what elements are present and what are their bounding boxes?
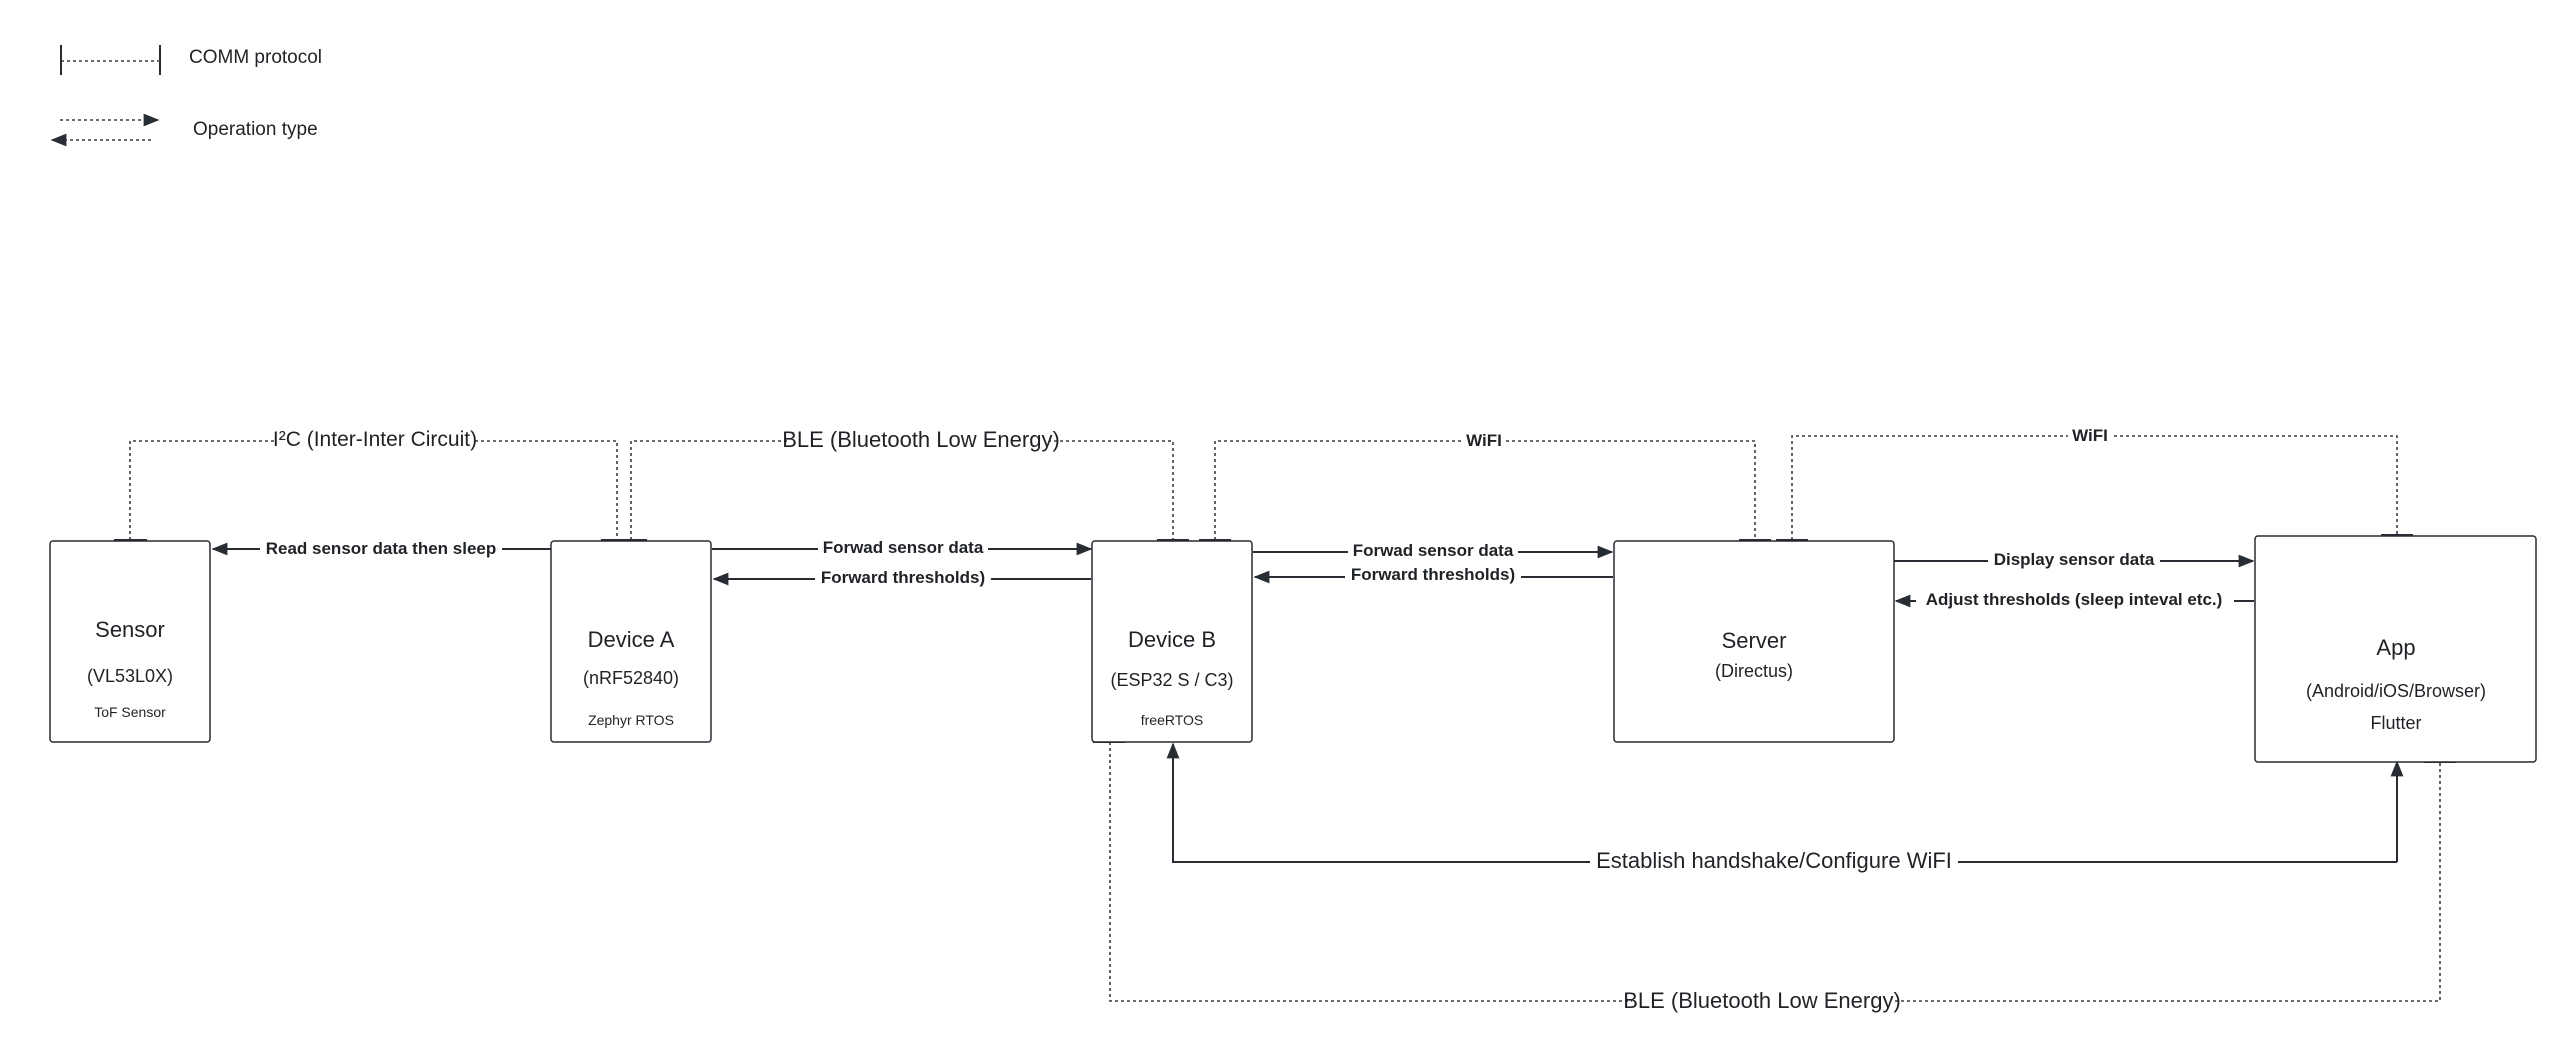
node-app: App (Android/iOS/Browser) Flutter	[2254, 535, 2537, 763]
app-subtitle: (Android/iOS/Browser)	[2306, 681, 2486, 701]
legend-comm-protocol: COMM protocol	[60, 45, 322, 75]
ble-bottom-label: BLE (Bluetooth Low Energy)	[1623, 988, 1901, 1013]
b-to-a-thresholds-label: Forward thresholds)	[821, 568, 985, 587]
i2c-link: I²C (Inter-Inter Circuit)	[114, 426, 633, 541]
app-title: App	[2376, 635, 2415, 660]
legend-comm-protocol-label: COMM protocol	[189, 47, 322, 68]
server-to-b-thresholds-arrow: Forward thresholds)	[1253, 563, 1613, 587]
legend-operation-type: Operation type	[50, 113, 318, 147]
device-b-subtitle: (ESP32 S / C3)	[1110, 670, 1233, 690]
i2c-label: I²C (Inter-Inter Circuit)	[273, 428, 477, 451]
display-sensor-arrow: Display sensor data	[1894, 548, 2255, 572]
sensor-note: ToF Sensor	[94, 704, 166, 720]
operation-links: Read sensor data then sleep Forwad senso…	[211, 536, 2404, 876]
b-to-server-forward-arrow: Forwad sensor data	[1253, 539, 1614, 563]
legend-operation-type-label: Operation type	[193, 119, 318, 140]
device-b-note: freeRTOS	[1141, 712, 1204, 728]
wifi-server-app-label: WiFI	[2072, 426, 2108, 445]
wifi-b-server-label: WiFI	[1466, 431, 1502, 450]
wifi-b-server-link: WiFI	[1199, 430, 1771, 541]
adjust-thresholds-arrow: Adjust thresholds (sleep inteval etc.)	[1894, 588, 2254, 612]
server-to-b-thresholds-label: Forward thresholds)	[1351, 565, 1515, 584]
ble-bottom-link: BLE (Bluetooth Low Energy)	[1093, 741, 2456, 1014]
node-device-b: Device B (ESP32 S / C3) freeRTOS	[1091, 540, 1253, 743]
protocol-links: I²C (Inter-Inter Circuit) BLE (Bluetooth…	[114, 424, 2456, 1014]
device-b-title: Device B	[1128, 627, 1216, 652]
app-note: Flutter	[2370, 713, 2421, 733]
b-to-a-thresholds-arrow: Forward thresholds)	[712, 566, 1091, 590]
handshake-label: Establish handshake/Configure WiFI	[1596, 848, 1952, 873]
sensor-subtitle: (VL53L0X)	[87, 666, 173, 686]
legend: COMM protocol Operation type	[50, 45, 322, 147]
device-a-subtitle: (nRF52840)	[583, 668, 679, 688]
a-to-b-forward-label: Forwad sensor data	[823, 538, 984, 557]
sensor-title: Sensor	[95, 617, 165, 642]
ble-top-link: BLE (Bluetooth Low Energy)	[615, 424, 1189, 541]
device-a-title: Device A	[588, 627, 675, 652]
read-sensor-arrow: Read sensor data then sleep	[211, 537, 551, 561]
display-sensor-label: Display sensor data	[1994, 550, 2155, 569]
b-to-server-forward-label: Forwad sensor data	[1353, 541, 1514, 560]
node-device-a: Device A (nRF52840) Zephyr RTOS	[550, 540, 712, 743]
wifi-server-app-link: WiFI	[1776, 425, 2413, 541]
adjust-thresholds-label: Adjust thresholds (sleep inteval etc.)	[1926, 590, 2223, 609]
node-server: Server (Directus)	[1613, 540, 1895, 743]
server-subtitle: (Directus)	[1715, 661, 1793, 681]
handshake-arrow: Establish handshake/Configure WiFI	[1166, 742, 2404, 876]
a-to-b-forward-arrow: Forwad sensor data	[712, 536, 1093, 560]
read-sensor-label: Read sensor data then sleep	[266, 539, 497, 558]
device-a-note: Zephyr RTOS	[588, 712, 674, 728]
node-sensor: Sensor (VL53L0X) ToF Sensor	[49, 540, 211, 743]
server-title: Server	[1722, 628, 1787, 653]
ble-top-label: BLE (Bluetooth Low Energy)	[782, 427, 1060, 452]
